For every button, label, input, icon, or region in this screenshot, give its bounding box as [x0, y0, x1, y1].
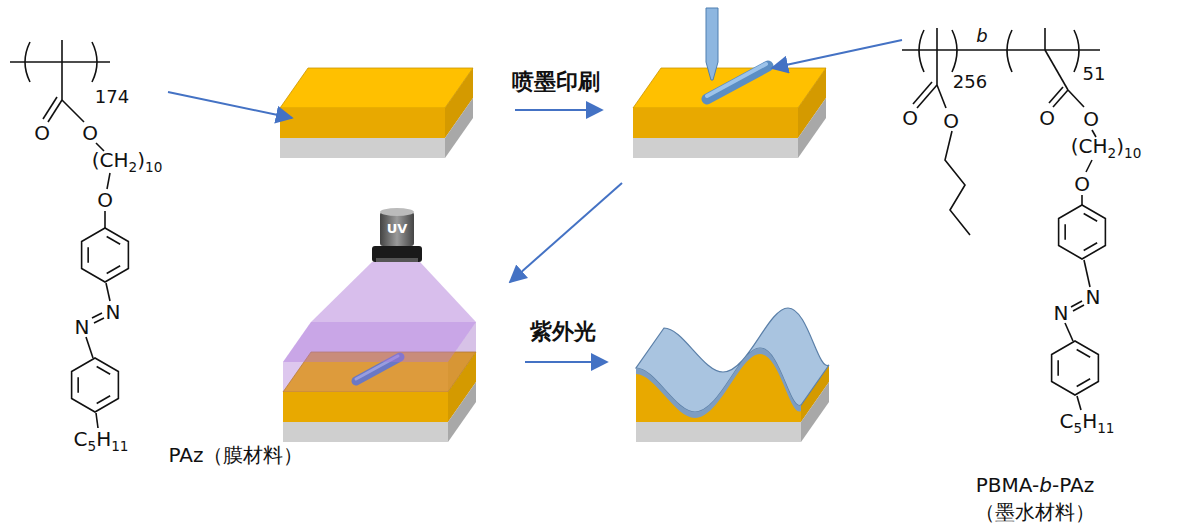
atom-symbol: O	[1039, 107, 1055, 129]
ring-double-bond	[107, 266, 120, 274]
atom-symbol: O	[943, 110, 959, 132]
spacer-group: (CH2)10	[1071, 135, 1142, 160]
atom-symbol: O	[97, 189, 113, 211]
ring-double-bond	[1064, 224, 1066, 240]
benzene-ring	[1059, 205, 1106, 259]
atom-symbol: N	[75, 316, 90, 338]
repeat-count: 256	[953, 72, 987, 92]
step-label: 紫外光	[530, 320, 596, 344]
ring-double-bond	[97, 367, 110, 375]
benzene-ring	[72, 358, 119, 412]
step-label: 喷墨印刷	[512, 70, 600, 94]
atom-symbol: O	[82, 122, 98, 144]
atom-symbol: N	[1054, 302, 1069, 324]
ring-double-bond	[107, 237, 120, 245]
end-group: C5H11	[74, 428, 129, 453]
ring-double-bond	[97, 396, 110, 404]
ring-double-bond	[1077, 350, 1090, 358]
atom-symbol: O	[902, 107, 918, 129]
material-name: PAz（膜材料）	[169, 444, 304, 466]
atom-symbol: N	[1086, 286, 1101, 308]
benzene-rings	[72, 205, 1106, 412]
material-note: （墨水材料）	[975, 501, 1095, 523]
pbma-b-paz-structure	[902, 28, 1100, 410]
film-block	[280, 68, 473, 158]
uv-light	[283, 262, 476, 392]
ring-double-bond	[1077, 379, 1090, 387]
benzene-ring	[1052, 341, 1099, 395]
benzene-ring	[82, 228, 129, 282]
ring-double-bond	[1084, 214, 1097, 222]
atom-symbol: O	[1083, 108, 1099, 130]
uv-lamp	[372, 208, 422, 262]
ring-double-bond	[1057, 360, 1059, 376]
block-symbol: b	[976, 26, 987, 46]
film-block	[283, 352, 476, 442]
process-arrows	[168, 40, 902, 362]
atom-symbol: O	[34, 122, 50, 144]
material-name: PBMA-b-PAz	[976, 474, 1094, 496]
atom-symbol: N	[106, 301, 121, 323]
ring-double-bond	[87, 247, 89, 263]
repeat-count: 174	[95, 87, 129, 107]
end-group: C5H11	[1060, 410, 1115, 435]
film-block	[633, 8, 826, 158]
atom-symbol: O	[1074, 173, 1090, 195]
lamp-label: UV	[387, 222, 408, 236]
ring-double-bond	[77, 377, 79, 393]
film-block-deformed	[636, 308, 829, 442]
ring-double-bond	[1084, 243, 1097, 251]
spacer-group: (CH2)10	[92, 149, 163, 174]
repeat-count: 51	[1083, 64, 1106, 84]
